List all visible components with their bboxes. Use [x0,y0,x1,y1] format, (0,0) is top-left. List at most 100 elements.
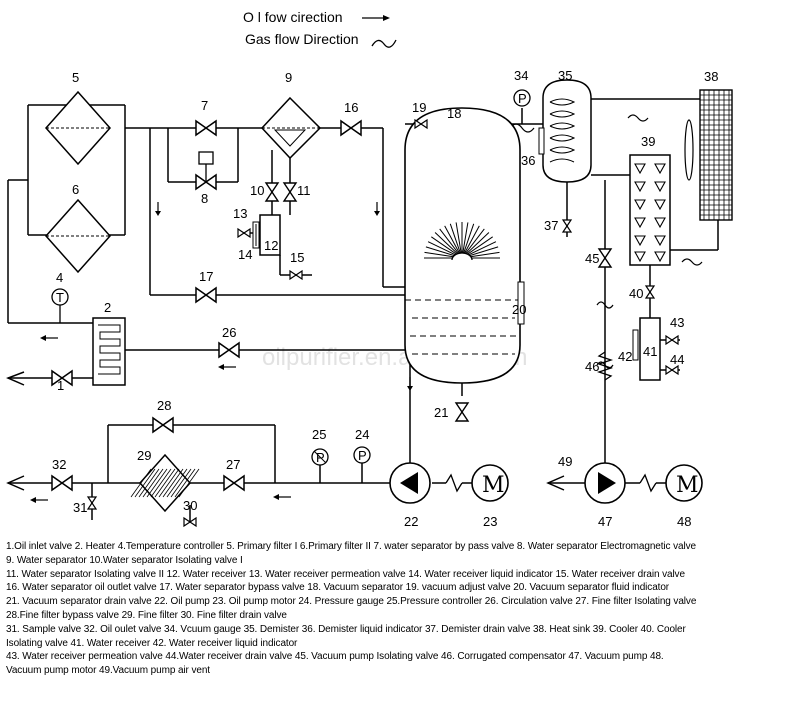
water-receiver-drain-valve[interactable] [289,270,303,280]
demister-drain-valve[interactable] [562,219,572,233]
label-39: 39 [641,134,655,149]
caption-line: 28.Fine filter bypass valve 29. Fine fil… [6,609,287,621]
oil-outlet-icon [6,475,25,491]
pressure-letter: P [518,91,527,106]
flow-arrow-icon [406,376,414,392]
primary-filter-1 [44,90,112,166]
caption-line: Isolating valve 41. Water receiver 42. W… [6,637,298,649]
label-36: 36 [521,153,535,168]
caption-line: 1.Oil inlet valve 2. Heater 4.Temperatur… [6,541,696,552]
label-9: 9 [285,70,292,85]
water-receiver-permeation-valve[interactable] [237,228,251,238]
label-31: 31 [73,500,87,515]
flow-arrow-icon [217,363,237,371]
water-separator-bypass-valve[interactable] [195,120,217,136]
label-5: 5 [72,70,79,85]
fine-filter-bypass-valve[interactable] [152,417,174,433]
label-18: 18 [447,106,461,121]
fine-filter [130,453,200,513]
caption-line: Vacuum pump motor 49.Vacuum pump air ven… [6,665,210,677]
motor-symbol: M [482,473,505,498]
caption-line: 9. Water separator 10.Water separator Is… [6,554,243,566]
label-32: 32 [52,457,66,472]
label-2: 2 [104,300,111,315]
water-separator [260,96,322,160]
label-44: 44 [670,352,684,367]
gas-flow-wave-icon [371,39,397,48]
label-21: 21 [434,405,448,420]
circulation-valve[interactable] [218,342,240,358]
flow-legend: O l fow cirection Gas flow Direction [243,9,397,48]
label-19: 19 [412,100,426,115]
label-28: 28 [157,398,171,413]
vacuum-pump [584,462,657,504]
process-flow-diagram: O l fow cirection Gas flow Direction oil… [6,9,733,529]
label-4: 4 [56,270,63,285]
label-27: 27 [226,457,240,472]
label-35: 35 [558,68,572,83]
label-11: 11 [297,183,311,198]
water-separator-isolating-valve-1[interactable] [265,182,279,202]
temperature-gauge-letter: T [56,290,64,305]
vacuum-pump-isolating-valve[interactable] [598,248,612,268]
caption-line: 21. Vacuum separator drain valve 22. Oil… [6,596,697,608]
vacuum-separator [404,107,525,384]
component-legend-caption: 1.Oil inlet valve 2. Heater 4.Temperatur… [6,540,796,678]
pressure-letter: P [316,450,325,465]
water-receiver [252,214,281,275]
water-receiver-2 [632,317,661,381]
label-43: 43 [670,315,684,330]
label-37: 37 [544,218,558,233]
label-29: 29 [137,448,151,463]
flow-arrow-icon [29,496,49,504]
oil-outlet-valve[interactable] [51,475,73,491]
oil-flow-legend-label: O l fow cirection [243,9,343,25]
label-30: 30 [183,498,197,513]
water-separator-oil-outlet-valve[interactable] [340,120,362,136]
temperature-controller: T [51,288,69,323]
caption-line: 11. Water separator Isolating valve II 1… [6,568,685,580]
water-separator-bypass-valve-17[interactable] [195,287,217,303]
label-8: 8 [201,191,208,206]
vacuum-separator-drain-valve[interactable] [455,402,469,422]
label-17: 17 [199,269,213,284]
label-15: 15 [290,250,304,265]
label-42: 42 [618,349,632,364]
pressure-controller: P [311,448,329,466]
label-7: 7 [201,98,208,113]
label-46: 46 [585,359,599,374]
flow-arrow-icon [154,201,162,217]
label-48: 48 [677,514,691,529]
label-13: 13 [233,206,247,221]
label-40: 40 [629,286,643,301]
label-26: 26 [222,325,236,340]
label-6: 6 [72,182,79,197]
water-receiver-permeation-valve-43[interactable] [665,335,679,345]
label-1: 1 [57,378,64,393]
label-45: 45 [585,251,599,266]
label-23: 23 [483,514,497,529]
flow-arrow-icon [39,334,59,342]
water-receiver-drain-valve-44[interactable] [665,365,679,375]
component-number-labels: 1 2 4 5 6 7 8 9 10 11 12 13 14 15 16 17 … [52,68,718,529]
oil-flow-arrow-icon [362,15,390,21]
label-49: 49 [558,454,572,469]
fine-filter-isolating-valve[interactable] [223,475,245,491]
label-20: 20 [512,302,526,317]
flow-arrow-icon [373,201,381,217]
gas-flow-legend-label: Gas flow Direction [245,31,359,47]
label-25: 25 [312,427,326,442]
caption-line: 43. Water receiver permeation valve 44.W… [6,651,664,663]
pressure-letter: P [358,448,367,463]
label-47: 47 [598,514,612,529]
primary-filter-2 [44,198,112,274]
label-41: 41 [643,344,657,359]
cooler-isolating-valve[interactable] [645,285,655,299]
motor-symbol: M [676,473,699,498]
label-34: 34 [514,68,528,83]
flow-arrow-icon [272,493,292,501]
oil-pump [389,462,463,504]
label-12: 12 [264,238,278,253]
cooler [629,154,671,266]
water-separator-isolating-valve-2[interactable] [283,182,297,202]
